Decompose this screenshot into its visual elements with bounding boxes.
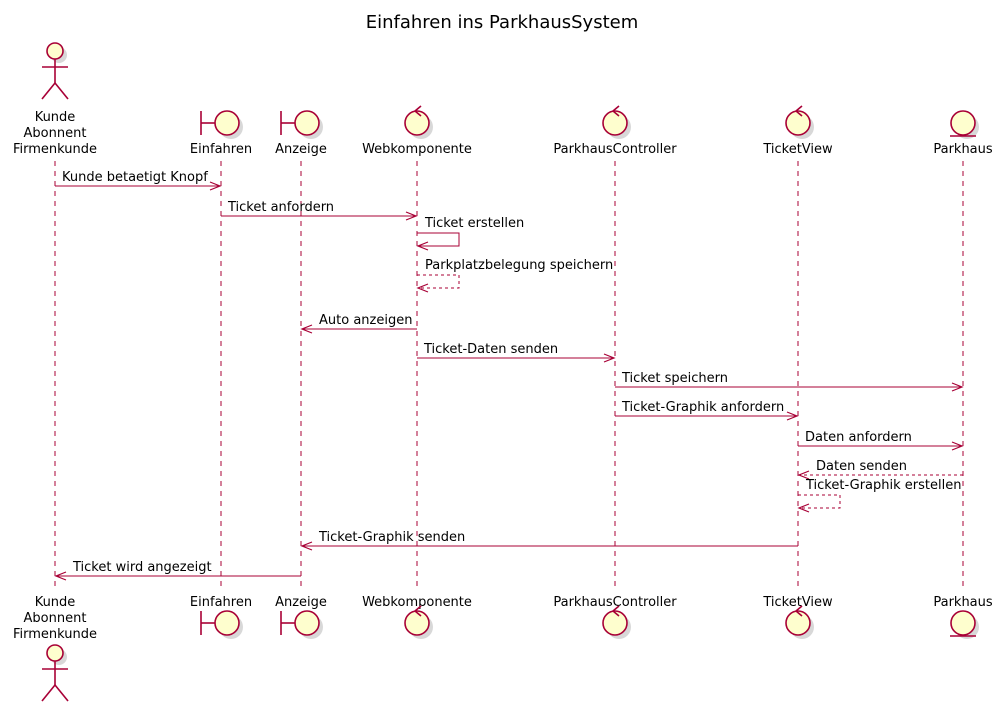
control-icon: [785, 105, 814, 139]
arrowhead: [54, 571, 67, 581]
arrowhead: [300, 541, 313, 551]
message-line: [798, 494, 841, 509]
participant-label-einfahren: Einfahren: [190, 142, 252, 157]
participant-label-line: Parkhaus: [933, 595, 993, 610]
control-icon: [785, 605, 814, 639]
diagram-title: Einfahren ins ParkhausSystem: [366, 12, 639, 33]
control-icon: [404, 605, 433, 639]
message: Kunde betaetigt Knopf: [55, 170, 222, 191]
participant-label-line: Firmenkunde: [13, 627, 97, 642]
participant-label-line: Kunde: [35, 595, 76, 610]
actor-icon: [41, 644, 69, 702]
participant-label-webkomponente: Webkomponente: [362, 142, 472, 157]
participant-label-line: Einfahren: [190, 142, 252, 157]
arrowhead: [300, 324, 313, 334]
participant-label-line: Abonnent: [24, 611, 87, 626]
message-label: Ticket speichern: [621, 371, 728, 386]
participant-label-line: Anzeige: [275, 595, 327, 610]
message-label: Ticket erstellen: [424, 216, 524, 231]
participant-label-anzeige: Anzeige: [275, 142, 327, 157]
participant-label-bottom-webkomponente: Webkomponente: [362, 595, 472, 610]
arrowhead: [797, 470, 810, 480]
message-label: Parkplatzbelegung speichern: [425, 258, 613, 273]
arrowhead: [951, 382, 964, 392]
message-label: Ticket-Daten senden: [423, 342, 558, 357]
arrowhead: [603, 353, 616, 363]
participant-label-bottom-einfahren: Einfahren: [190, 595, 252, 610]
message: Ticket anfordern: [221, 200, 418, 221]
boundary-icon: [280, 610, 323, 639]
arrowhead: [951, 441, 964, 451]
arrowhead: [209, 181, 222, 191]
message: Daten senden: [797, 459, 963, 480]
message-label: Ticket anfordern: [227, 200, 334, 215]
participant-label-line: Kunde: [35, 110, 76, 125]
participant-label-line: Abonnent: [24, 126, 87, 141]
boundary-icon: [200, 610, 243, 639]
message-label: Ticket wird angezeigt: [72, 560, 212, 575]
message: Parkplatzbelegung speichern: [416, 258, 613, 293]
participant-label-line: Firmenkunde: [13, 142, 97, 157]
lifelines: [54, 161, 964, 588]
message: Ticket-Graphik anfordern: [615, 400, 799, 421]
arrowhead: [797, 503, 810, 513]
message-label: Auto anzeigen: [319, 313, 412, 328]
message-label: Daten senden: [816, 459, 907, 474]
entity-icon: [950, 610, 979, 639]
message: Ticket-Graphik erstellen: [797, 478, 961, 513]
participant-label-parkhauscontroller: ParkhausController: [553, 142, 677, 157]
message-label: Ticket-Graphik erstellen: [805, 478, 961, 493]
message: Ticket erstellen: [416, 216, 524, 251]
boundary-icon: [200, 110, 243, 139]
message: Ticket speichern: [615, 371, 964, 392]
message-label: Ticket-Graphik senden: [318, 530, 465, 545]
participant-label-line: TicketView: [762, 595, 833, 610]
message-line: [417, 232, 460, 247]
message-label: Kunde betaetigt Knopf: [62, 170, 208, 185]
message: Auto anzeigen: [300, 313, 417, 334]
message-line: [417, 274, 460, 289]
participant-label-line: ParkhausController: [553, 142, 677, 157]
participant-label-line: TicketView: [762, 142, 833, 157]
message: Daten anfordern: [798, 430, 964, 451]
message-label: Daten anfordern: [805, 430, 912, 445]
control-icon: [602, 105, 631, 139]
actor-icon: [41, 42, 69, 100]
boundary-icon: [280, 110, 323, 139]
message: Ticket-Graphik senden: [300, 530, 798, 551]
arrowhead: [416, 283, 429, 293]
participant-label-bottom-parkhaus: Parkhaus: [933, 595, 993, 610]
control-icon: [404, 105, 433, 139]
participant-label-line: Webkomponente: [362, 142, 472, 157]
arrowhead: [416, 241, 429, 251]
participant-label-line: Parkhaus: [933, 142, 993, 157]
participant-label-line: Einfahren: [190, 595, 252, 610]
control-icon: [602, 605, 631, 639]
participant-label-bottom-ticketview: TicketView: [762, 595, 833, 610]
participant-label-parkhaus: Parkhaus: [933, 142, 993, 157]
entity-icon: [950, 110, 979, 139]
message: Ticket wird angezeigt: [54, 560, 301, 581]
participant-label-bottom-parkhauscontroller: ParkhausController: [553, 595, 677, 610]
participant-label-ticketview: TicketView: [762, 142, 833, 157]
participant-label-line: Webkomponente: [362, 595, 472, 610]
participant-label-line: ParkhausController: [553, 595, 677, 610]
message: Ticket-Daten senden: [417, 342, 616, 363]
arrowhead: [786, 411, 799, 421]
arrowhead: [405, 211, 418, 221]
participant-label-bottom-anzeige: Anzeige: [275, 595, 327, 610]
message-label: Ticket-Graphik anfordern: [621, 400, 784, 415]
participant-label-line: Anzeige: [275, 142, 327, 157]
